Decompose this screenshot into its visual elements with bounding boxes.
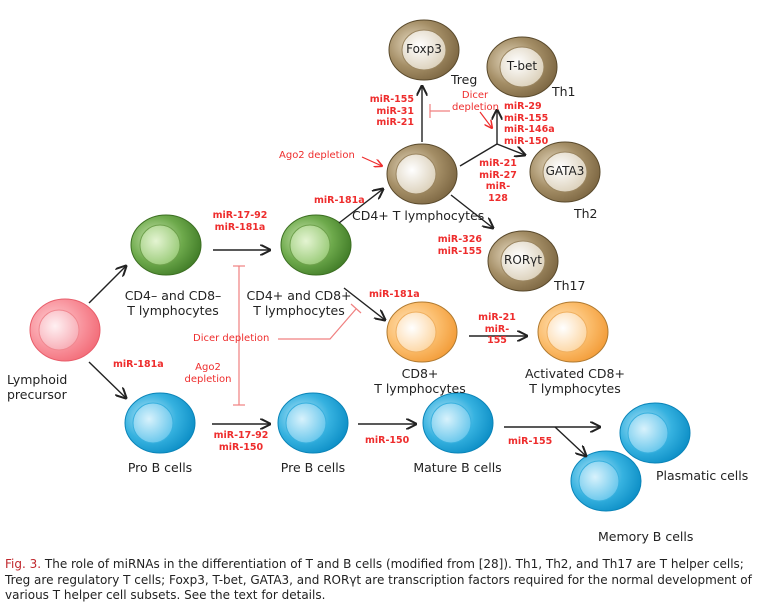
label-cd8pos: CD8+ T lymphocytes xyxy=(374,366,466,396)
cell-treg xyxy=(388,19,460,81)
arrow-cd4-branch-stem xyxy=(459,143,498,167)
label-cd4pos: CD4+ T lymphocytes xyxy=(352,208,485,223)
caption-label: Fig. 3. xyxy=(5,557,42,571)
inhibition-dicer-cd8 xyxy=(278,308,357,340)
mirna-prob-to-preb: miR-17-92 miR-150 xyxy=(213,430,269,453)
cell-pro-b xyxy=(124,392,196,454)
cell-cd4pos-cd8pos xyxy=(280,214,352,276)
tf-rorgt: RORγt xyxy=(504,253,542,267)
label-th1: Th1 xyxy=(552,84,576,99)
mirna-dp-to-cd8: miR-181a xyxy=(369,289,420,300)
cell-th2 xyxy=(529,141,601,203)
label-cd4neg-cd8neg: CD4– and CD8– T lymphocytes xyxy=(124,288,222,318)
cell-lymphoid-precursor xyxy=(29,298,101,362)
mirna-cd8-to-activated: miR-21 miR-155 xyxy=(478,312,516,346)
figure-caption: Fig. 3. The role of miRNAs in the differ… xyxy=(5,557,765,604)
label-lymphoid-precursor: Lymphoid precursor xyxy=(7,372,68,402)
mirna-mature-to-plasma: miR-155 xyxy=(508,436,553,447)
label-pro-b: Pro B cells xyxy=(127,460,193,475)
label-th2: Th2 xyxy=(574,206,598,221)
arrow-ago2-to-cd4 xyxy=(361,156,382,166)
intervention-ago2-cd4: Ago2 depletion xyxy=(279,150,355,161)
mirna-preb-to-mature: miR-150 xyxy=(365,435,410,446)
cell-mature-b xyxy=(422,392,494,454)
cell-cd8pos xyxy=(386,301,458,363)
cell-th1 xyxy=(486,36,558,98)
label-pre-b: Pre B cells xyxy=(280,460,346,475)
intervention-dicer-main: Dicer depletion xyxy=(193,333,270,344)
label-th17: Th17 xyxy=(554,278,586,293)
label-mature-b: Mature B cells xyxy=(413,460,502,475)
arrow-mature-to-memory xyxy=(554,426,586,456)
arrow-dicer-to-th xyxy=(479,111,492,128)
mirna-cd4-to-treg: miR-155 miR-31 miR-21 xyxy=(369,94,414,128)
label-plasmatic: Plasmatic cells xyxy=(656,468,749,483)
arrow-dp-to-cd8 xyxy=(343,287,385,320)
mirna-cd4-to-th2: miR-21 miR-27 miR-128 xyxy=(479,158,517,204)
intervention-ago2-main: Ago2 depletion xyxy=(184,362,232,385)
label-treg: Treg xyxy=(451,72,478,87)
cell-th17 xyxy=(487,230,559,292)
mirna-dp-to-cd4: miR-181a xyxy=(314,195,365,206)
arrow-cd4-to-th17 xyxy=(450,194,493,228)
inhibition-dicer-cd8-bar xyxy=(350,303,362,314)
arrow-precursor-to-prob xyxy=(88,361,126,398)
cell-cd4neg-cd8neg xyxy=(130,214,202,276)
label-cd4pos-cd8pos: CD4+ and CD8+ T lymphocytes xyxy=(246,288,352,318)
mirna-precursor-to-prob: miR-181a xyxy=(113,359,164,370)
cell-activated-cd8 xyxy=(537,301,609,363)
cell-plasmatic xyxy=(619,402,691,464)
cell-pre-b xyxy=(277,392,349,454)
label-activated-cd8: Activated CD8+ T lymphocytes xyxy=(525,366,625,396)
tf-gata3: GATA3 xyxy=(545,164,585,178)
cell-memory-b xyxy=(570,450,642,512)
caption-text: The role of miRNAs in the differentiatio… xyxy=(5,557,752,602)
label-memory-b: Memory B cells xyxy=(598,529,694,544)
arrow-dp-to-cd4 xyxy=(338,189,383,224)
arrow-precursor-to-dn xyxy=(88,266,126,304)
tf-foxp3: Foxp3 xyxy=(406,42,442,56)
tf-tbet: T-bet xyxy=(506,59,538,73)
cell-cd4pos xyxy=(386,143,458,205)
arrow-cd4-to-th2 xyxy=(496,143,525,155)
mirna-cd4-to-th17: miR-326 miR-155 xyxy=(437,234,482,257)
mirna-cd4-to-th1: miR-29 miR-155 miR-146a miR-150 xyxy=(504,101,555,147)
intervention-dicer-th: Dicer depletion xyxy=(452,90,499,113)
mirna-dn-to-dp: miR-17-92 miR-181a xyxy=(212,210,268,233)
